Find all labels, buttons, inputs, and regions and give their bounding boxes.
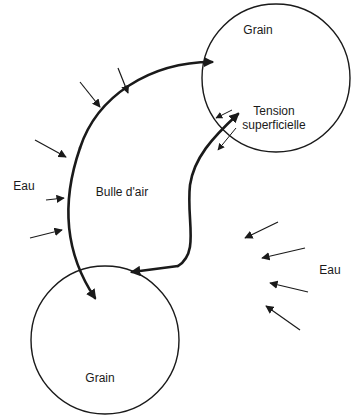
node-text: Grain xyxy=(243,23,272,37)
bubble-boundary xyxy=(80,62,212,148)
water-arrow xyxy=(35,140,66,157)
air-bubble: Bulle d'air xyxy=(55,50,255,310)
water-arrow xyxy=(46,198,64,200)
surface-tension-label: Tension superficielle xyxy=(229,104,319,133)
bubble-boundary xyxy=(69,148,95,298)
bubble-boundary xyxy=(132,266,178,272)
water-arrow xyxy=(270,283,308,292)
water-arrow xyxy=(262,248,305,258)
water-arrow xyxy=(266,306,300,330)
water-arrow xyxy=(80,82,100,107)
bubble-boundary xyxy=(178,114,238,266)
water-label: Eau xyxy=(13,179,34,193)
node-text: Bulle d'air xyxy=(96,185,148,199)
node-text: Grain xyxy=(85,371,114,385)
water-arrow xyxy=(30,230,62,238)
grain-circle: Grain xyxy=(28,264,182,416)
grain-circle-outline xyxy=(28,264,182,416)
water-arrow xyxy=(245,222,278,238)
leader-arrow xyxy=(216,110,232,118)
air-bubble-outline xyxy=(55,50,255,310)
water-label: Eau xyxy=(319,263,340,277)
